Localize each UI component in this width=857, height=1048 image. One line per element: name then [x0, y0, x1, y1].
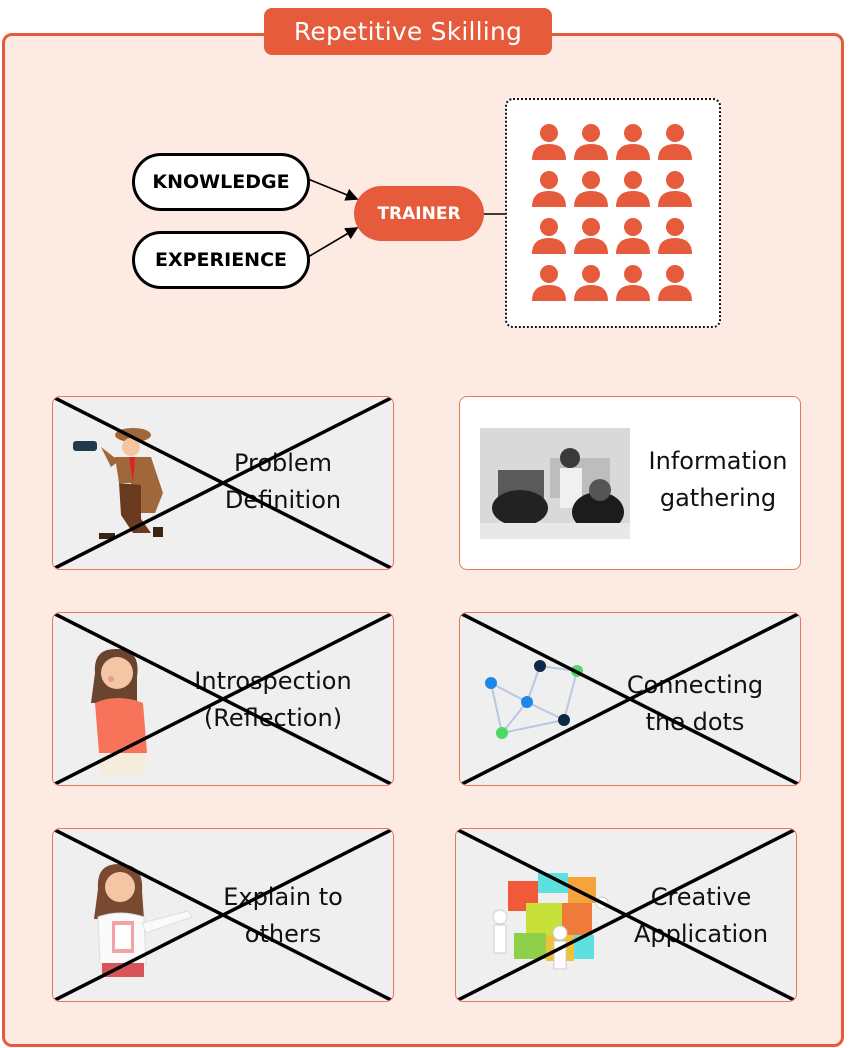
- cross-out-mark: [53, 613, 393, 785]
- person-icon: [613, 263, 655, 310]
- learner-grid: [529, 122, 699, 307]
- cross-out-mark: [53, 829, 393, 1001]
- person-icon: [655, 169, 697, 216]
- person-icon: [529, 216, 571, 263]
- card-label: Problem Definition: [203, 445, 363, 519]
- title-text: Repetitive Skilling: [293, 17, 523, 46]
- card-explain-to-others: Explain to others: [52, 828, 394, 1002]
- card-introspection: Introspection (Reflection): [52, 612, 394, 786]
- card-problem-definition: Problem Definition: [52, 396, 394, 570]
- card-label-line2: gathering: [659, 484, 777, 512]
- card-label-line2: Application: [633, 920, 769, 948]
- card-label: Information gathering: [638, 443, 798, 517]
- person-icon: [529, 122, 571, 169]
- knowledge-label: KNOWLEDGE: [152, 171, 290, 193]
- card-label-line1: Connecting: [626, 671, 764, 699]
- title-banner: Repetitive Skilling: [264, 8, 552, 55]
- person-icon: [571, 216, 613, 263]
- classroom-photo: [480, 428, 630, 539]
- trainer-pill: TRAINER: [354, 186, 484, 241]
- person-icon: [529, 169, 571, 216]
- card-information-gathering: Information gathering: [459, 396, 801, 570]
- cross-out-mark: [456, 829, 796, 1001]
- card-label-line1: Introspection: [194, 667, 352, 695]
- person-icon: [613, 216, 655, 263]
- person-icon: [655, 122, 697, 169]
- person-icon: [655, 216, 697, 263]
- trainer-label: TRAINER: [377, 203, 461, 224]
- knowledge-pill: KNOWLEDGE: [132, 153, 310, 211]
- presenting-woman-icon: [94, 863, 193, 977]
- cross-out-mark: [460, 613, 800, 785]
- person-icon: [571, 263, 613, 310]
- card-label: Explain to others: [203, 879, 363, 953]
- person-icon: [613, 122, 655, 169]
- experience-label: EXPERIENCE: [154, 249, 288, 271]
- card-label: Introspection (Reflection): [173, 663, 373, 737]
- person-icon: [655, 263, 697, 310]
- person-icon: [529, 263, 571, 310]
- card-label-line1: Information: [648, 447, 788, 475]
- card-connecting-dots: Connecting the dots: [459, 612, 801, 786]
- learners-box: [505, 98, 721, 328]
- detective-icon: [73, 428, 163, 539]
- card-label-line2: (Reflection): [203, 704, 343, 732]
- thinking-woman-icon: [91, 648, 147, 775]
- card-creative-application: Creative Application: [455, 828, 797, 1002]
- card-label-line2: Definition: [224, 486, 342, 514]
- card-label-line1: Creative: [650, 883, 752, 911]
- card-label: Creative Application: [616, 879, 786, 953]
- person-icon: [571, 122, 613, 169]
- person-icon: [571, 169, 613, 216]
- person-icon: [613, 169, 655, 216]
- experience-pill: EXPERIENCE: [132, 231, 310, 289]
- cross-out-mark: [53, 397, 393, 569]
